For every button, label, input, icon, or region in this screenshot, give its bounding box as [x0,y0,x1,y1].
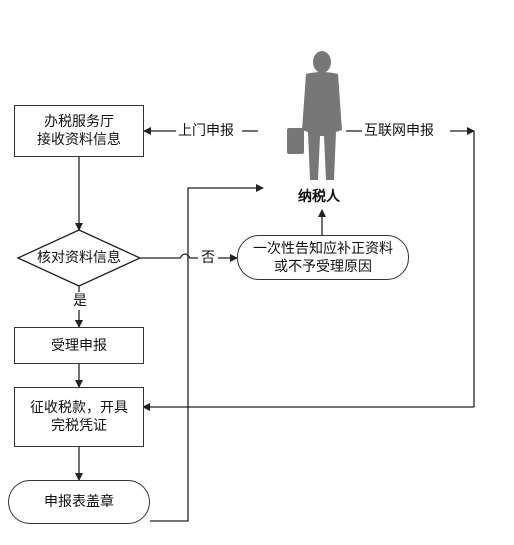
notify-node: 一次性告知应补正资料 或不予受理原因 [237,235,409,280]
accept-label: 受理申报 [51,337,107,354]
collect-line2: 完税凭证 [51,418,107,434]
verify-node-label: 核对资料信息 [37,250,121,266]
verify-to-notify-path [140,253,198,259]
hall-line2: 接收资料信息 [37,132,121,148]
edge-label-no: 否 [201,250,215,266]
notify-line2: 或不予受理原因 [274,258,372,275]
stamp-node: 申报表盖章 [8,480,150,524]
taxpayer-person-icon [287,51,342,180]
hall-node: 办税服务厅 接收资料信息 [14,105,144,157]
accept-node: 受理申报 [14,327,144,364]
edge-label-internet: 互联网申报 [364,123,434,139]
stamp-to-taxpayer-path [150,184,264,522]
edge-label-yes: 是 [73,293,87,309]
notify-line1: 一次性告知应补正资料 [253,240,393,257]
taxpayer-label: 纳税人 [298,189,340,205]
collect-node: 征收税款，开具 完税凭证 [14,387,144,447]
edge-label-onsite: 上门申报 [178,123,234,139]
stamp-label: 申报表盖章 [44,494,114,510]
collect-line1: 征收税款，开具 [30,400,128,416]
hall-line1: 办税服务厅 [44,114,114,130]
